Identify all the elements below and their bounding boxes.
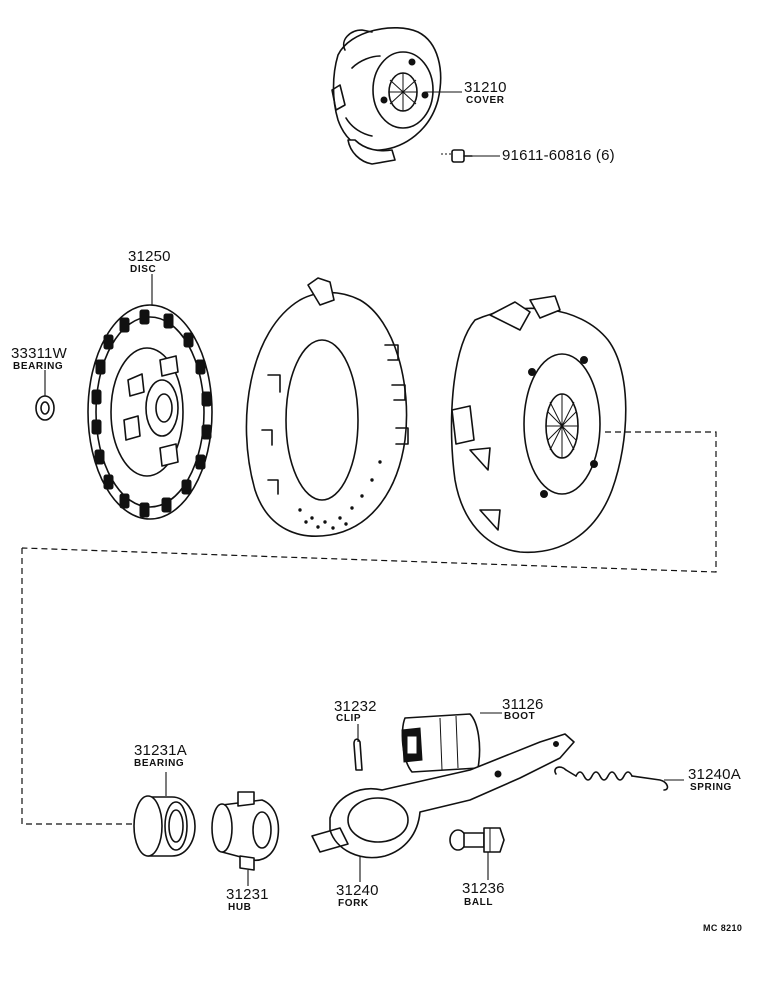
disc-part-name: DISC <box>130 264 157 275</box>
release-bearing-illustration <box>133 795 196 857</box>
boot-part-number: 31126 <box>502 696 544 713</box>
spring-part-name: SPRING <box>690 782 732 793</box>
cover-part-number: 31210 <box>464 79 507 96</box>
clip-part-number: 31232 <box>334 698 377 715</box>
boot-part-name: BOOT <box>504 711 536 722</box>
clutch-disc-illustration <box>87 304 213 520</box>
diagram-code: MC 8210 <box>703 923 743 933</box>
clip-part-name: CLIP <box>336 713 362 724</box>
hub-part-number: 31231 <box>226 886 269 903</box>
spring-part-number: 31240A <box>688 766 741 783</box>
fork-part-name: FORK <box>338 898 369 909</box>
fork-part-number: 31240 <box>336 882 379 899</box>
bolt-part-number: 91611-60816 (6) <box>502 147 615 164</box>
release-bearing-part-number: 31231A <box>134 742 187 759</box>
ball-part-number: 31236 <box>462 880 505 897</box>
boot-illustration <box>401 713 481 773</box>
cover-assembly-illustration <box>331 27 442 165</box>
hub-part-name: HUB <box>228 902 252 913</box>
ball-part-name: BALL <box>464 897 494 908</box>
assembly-dashed-line-lower <box>21 548 132 825</box>
disc-part-number: 31250 <box>128 248 171 265</box>
release-fork-illustration <box>311 733 575 859</box>
pressure-plate-illustration <box>245 277 409 537</box>
hub-illustration <box>211 791 280 871</box>
pilot-bearing-part-number: 33311W <box>11 345 67 362</box>
return-spring-illustration <box>554 766 669 791</box>
pilot-bearing-part-name: BEARING <box>13 361 64 372</box>
leader-lines <box>44 91 684 886</box>
clutch-cover-illustration <box>450 295 627 554</box>
ball-stud-illustration <box>449 827 505 853</box>
cover-part-name: COVER <box>466 95 505 106</box>
clip-illustration <box>353 738 363 771</box>
pilot-bearing-illustration <box>35 395 55 421</box>
cover-bolt-illustration <box>441 149 473 163</box>
release-bearing-part-name: BEARING <box>134 758 185 769</box>
assembly-dashed-line-upper <box>21 431 717 573</box>
